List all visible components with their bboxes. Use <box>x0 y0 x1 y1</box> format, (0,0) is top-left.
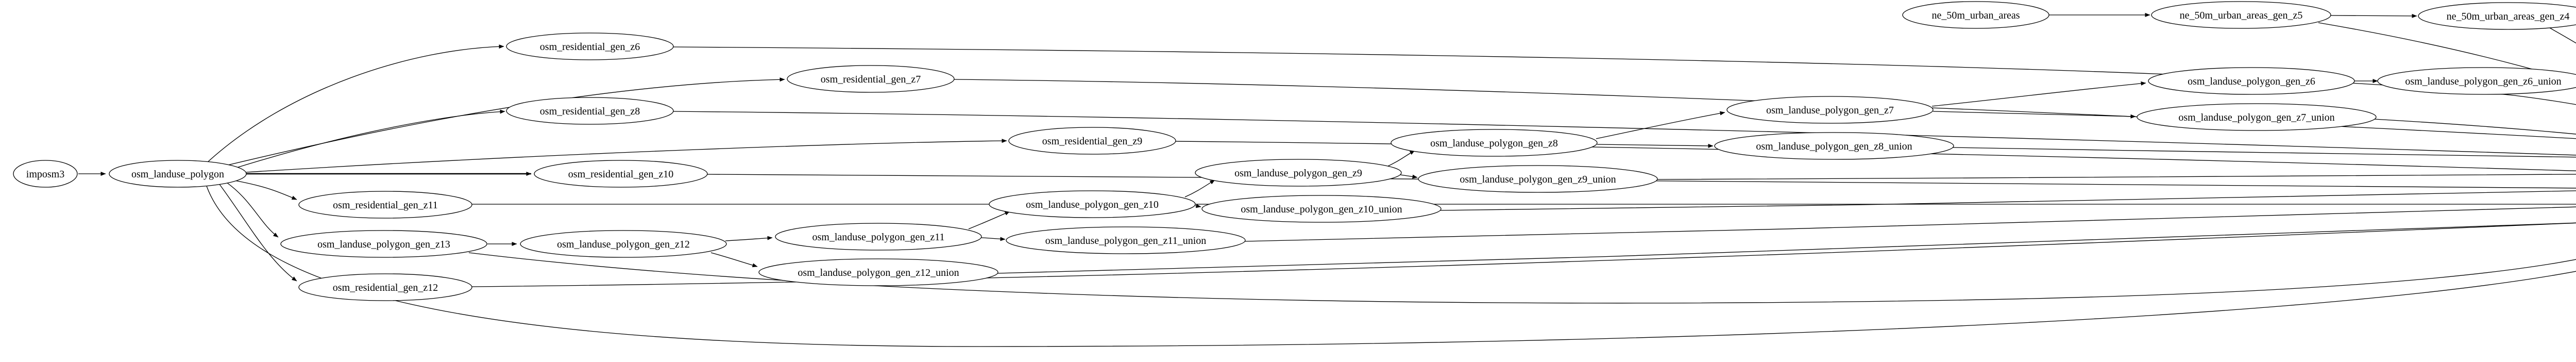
edge-gen-z10-to-gen-z9 <box>1184 179 1215 198</box>
svg-text:ne_50m_urban_areas: ne_50m_urban_areas <box>1931 10 2020 21</box>
edge-gen-z8-to-gen-z7 <box>1596 111 1725 139</box>
edge-ne-gen-z5-to-gen-z4 <box>2330 13 2417 18</box>
svg-text:osm_landuse_polygon_gen_z6: osm_landuse_polygon_gen_z6 <box>2188 76 2315 87</box>
edge-polygon-to-res-z7 <box>221 77 785 167</box>
edge-polygon-to-res-z11 <box>234 180 297 200</box>
node-osm-landuse-polygon-gen-z11-union: osm_landuse_polygon_gen_z11_union <box>1006 226 1246 254</box>
node-osm-residential-gen-z12: osm_residential_gen_z12 <box>298 273 472 301</box>
node-osm-landuse-polygon-gen-z13: osm_landuse_polygon_gen_z13 <box>280 230 487 258</box>
node-osm-residential-gen-z10: osm_residential_gen_z10 <box>534 160 708 188</box>
node-osm-landuse-polygon-gen-z12-union: osm_landuse_polygon_gen_z12_union <box>758 258 998 286</box>
node-osm-residential-gen-z9: osm_residential_gen_z9 <box>1008 127 1176 155</box>
svg-text:osm_landuse_polygon_gen_z11_un: osm_landuse_polygon_gen_z11_union <box>1045 235 1207 246</box>
node-osm-landuse-polygon-gen-z6-union: osm_landuse_polygon_gen_z6_union <box>2377 67 2576 95</box>
edge-z9-union-to-row-z9 <box>1656 174 2576 180</box>
node-osm-residential-gen-z6: osm_residential_gen_z6 <box>506 32 674 60</box>
svg-text:osm_landuse_polygon_gen_z13: osm_landuse_polygon_gen_z13 <box>317 239 450 250</box>
node-osm-landuse-polygon-gen-z8: osm_landuse_polygon_gen_z8 <box>1391 129 1598 157</box>
svg-text:osm_landuse_polygon_gen_z12_un: osm_landuse_polygon_gen_z12_union <box>798 267 959 278</box>
node-osm-residential-gen-z11: osm_residential_gen_z11 <box>298 191 472 219</box>
node-ne-50m-urban-areas-gen-z5: ne_50m_urban_areas_gen_z5 <box>2151 1 2331 29</box>
edge-gen-z12-to-z12-union <box>710 252 758 268</box>
svg-text:imposm3: imposm3 <box>26 169 64 180</box>
svg-text:ne_50m_urban_areas_gen_z4: ne_50m_urban_areas_gen_z4 <box>2447 11 2570 22</box>
node-ne-50m-urban-areas: ne_50m_urban_areas <box>1902 1 2049 29</box>
node-osm-landuse-polygon-gen-z10-union: osm_landuse_polygon_gen_z10_union <box>1201 195 1442 223</box>
svg-text:osm_residential_gen_z8: osm_residential_gen_z8 <box>540 106 640 117</box>
svg-text:osm_landuse_polygon_gen_z6_uni: osm_landuse_polygon_gen_z6_union <box>2405 76 2561 87</box>
svg-text:osm_landuse_polygon_gen_z11: osm_landuse_polygon_gen_z11 <box>812 232 944 243</box>
svg-text:osm_landuse_polygon_gen_z8: osm_landuse_polygon_gen_z8 <box>1430 138 1558 149</box>
edge-gen-z11-to-z11-union <box>981 237 1006 241</box>
edge-ne-gen-z4-to-row-z4 <box>2545 25 2576 44</box>
edge-gen-z9-to-z9-union <box>1400 174 1418 179</box>
svg-text:osm_residential_gen_z12: osm_residential_gen_z12 <box>333 282 438 293</box>
node-osm-landuse-polygon-gen-z9: osm_landuse_polygon_gen_z9 <box>1195 159 1402 187</box>
node-imposm3: imposm3 <box>13 160 78 188</box>
svg-text:osm_landuse_polygon_gen_z10: osm_landuse_polygon_gen_z10 <box>1026 199 1159 210</box>
edge-polygon-to-res-z8 <box>231 109 505 170</box>
edge-polygon-to-gen-z13 <box>226 182 279 238</box>
svg-text:osm_residential_gen_z10: osm_residential_gen_z10 <box>568 169 673 180</box>
edge-res-z10-to-row-z10 <box>706 174 2576 189</box>
edge-z12-union-to-row-z12 <box>996 223 2576 274</box>
svg-text:osm_landuse_polygon_gen_z7: osm_landuse_polygon_gen_z7 <box>1766 105 1894 116</box>
edge-z10-union-to-row-z10 <box>1439 190 2576 211</box>
node-osm-landuse-polygon-gen-z7-union: osm_landuse_polygon_gen_z7_union <box>2137 103 2377 131</box>
node-osm-landuse-polygon-gen-z12: osm_landuse_polygon_gen_z12 <box>520 230 727 258</box>
node-osm-landuse-polygon-gen-z11: osm_landuse_polygon_gen_z11 <box>775 223 982 251</box>
node-osm-landuse-polygon-gen-z9-union: osm_landuse_polygon_gen_z9_union <box>1418 165 1658 193</box>
svg-text:osm_residential_gen_z11: osm_residential_gen_z11 <box>333 200 438 211</box>
edge-gen-z10-to-z10-union <box>1195 204 1201 208</box>
svg-text:osm_landuse_polygon_gen_z8_uni: osm_landuse_polygon_gen_z8_union <box>1756 141 1912 152</box>
edge-gen-z7-to-gen-z6 <box>1931 81 2146 107</box>
node-osm-landuse-polygon-gen-z7: osm_landuse_polygon_gen_z7 <box>1726 96 1934 124</box>
node-osm-landuse-polygon-gen-z6: osm_landuse_polygon_gen_z6 <box>2148 67 2355 95</box>
svg-text:osm_landuse_polygon_gen_z9_uni: osm_landuse_polygon_gen_z9_union <box>1460 174 1616 185</box>
svg-text:osm_landuse_polygon_gen_z12: osm_landuse_polygon_gen_z12 <box>557 239 690 250</box>
edge-polygon-to-res-z6 <box>206 44 504 164</box>
node-layer: imposm3 osm_landuse_polygon osm_resident… <box>13 1 2576 301</box>
edge-gen-z9-to-gen-z8 <box>1385 150 1415 168</box>
edge-z8-union-to-row-z8 <box>1952 147 2576 158</box>
svg-text:osm_landuse_polygon_gen_z10_un: osm_landuse_polygon_gen_z10_union <box>1241 204 1402 215</box>
svg-text:osm_residential_gen_z9: osm_residential_gen_z9 <box>1042 136 1142 147</box>
svg-text:osm_landuse_polygon_gen_z7_uni: osm_landuse_polygon_gen_z7_union <box>2178 112 2334 123</box>
svg-text:osm_landuse_polygon_gen_z9: osm_landuse_polygon_gen_z9 <box>1234 168 1362 179</box>
edge-z7-union-to-row-z7 <box>2374 119 2576 135</box>
node-osm-landuse-polygon: osm_landuse_polygon <box>109 160 247 188</box>
edge-gen-z11-to-gen-z10 <box>968 211 1010 229</box>
edge-res-z6-to-row-z6 <box>672 46 2576 105</box>
node-osm-landuse-polygon-gen-z10: osm_landuse_polygon_gen_z10 <box>989 190 1196 218</box>
node-osm-landuse-polygon-gen-z8-union: osm_landuse_polygon_gen_z8_union <box>1714 132 1954 160</box>
edge-ne-gen-z5-to-row-z5 <box>2318 22 2576 83</box>
node-ne-50m-urban-areas-gen-z4: ne_50m_urban_areas_gen_z4 <box>2418 2 2576 30</box>
svg-text:osm_residential_gen_z7: osm_residential_gen_z7 <box>821 74 921 85</box>
svg-text:osm_residential_gen_z6: osm_residential_gen_z6 <box>540 41 640 53</box>
node-osm-residential-gen-z7: osm_residential_gen_z7 <box>787 65 955 93</box>
edge-gen-z7-to-z7-union <box>1933 111 2136 119</box>
edge-polygon-to-res-z12 <box>218 183 297 282</box>
edge-polygon-to-res-z9 <box>246 139 1007 173</box>
svg-text:osm_landuse_polygon: osm_landuse_polygon <box>131 169 224 180</box>
edge-gen-z12-to-gen-z11 <box>725 236 773 241</box>
node-osm-residential-gen-z8: osm_residential_gen_z8 <box>506 97 674 125</box>
svg-text:ne_50m_urban_areas_gen_z5: ne_50m_urban_areas_gen_z5 <box>2180 10 2303 21</box>
edge-gen-z8-to-z8-union <box>1597 143 1714 148</box>
